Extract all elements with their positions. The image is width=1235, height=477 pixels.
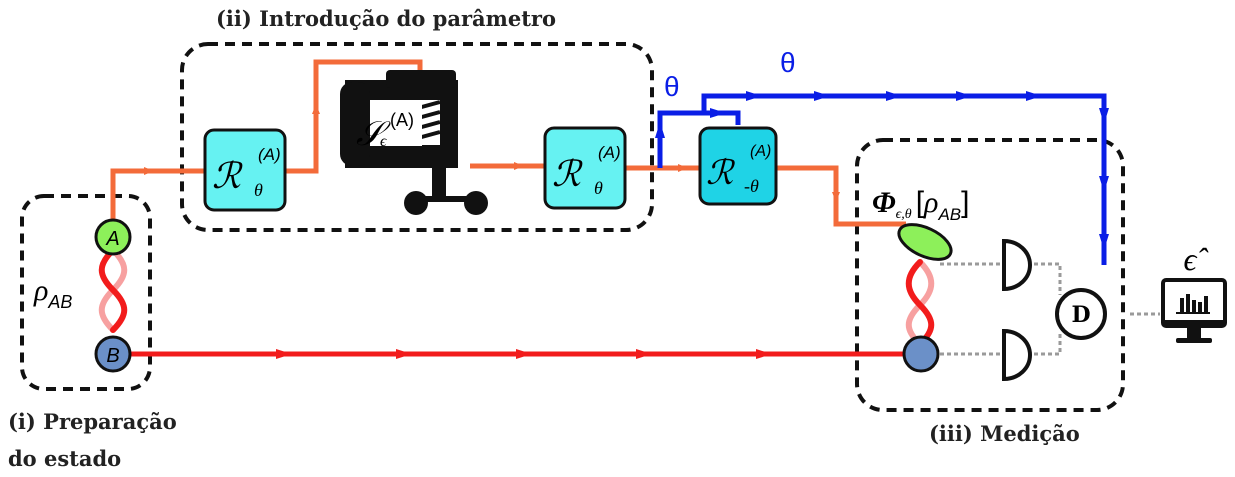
channel-sub: ϵ — [380, 133, 387, 150]
detector-node: D — [1055, 288, 1107, 340]
svg-text:θ: θ — [594, 178, 603, 198]
entanglement-twist-icon-2 — [905, 259, 935, 347]
channel-sup: (A) — [390, 110, 414, 130]
clamp-icon — [340, 70, 488, 215]
svg-text:(A): (A) — [598, 143, 621, 162]
qubit-b-label: B — [106, 345, 119, 367]
estimate-label: ϵ̂ — [1184, 241, 1209, 277]
rotation-box-2: ℛ (A) θ — [543, 126, 627, 210]
preparation-region — [20, 194, 152, 391]
svg-text:ℛ: ℛ — [706, 155, 736, 192]
rotation-box-1: ℛ (A) θ — [203, 128, 287, 212]
rho-ab-label: ρAB — [33, 274, 72, 312]
photodetector-icon — [1002, 238, 1032, 292]
orange-path — [110, 59, 906, 227]
detector-wires — [940, 262, 1160, 356]
measured-qubit-a — [897, 223, 953, 261]
theta-label-1: θ — [664, 71, 680, 102]
qubit-a-label: A — [105, 228, 119, 250]
theta-label-2: θ — [780, 47, 796, 78]
svg-text:-θ: -θ — [744, 176, 759, 196]
detector-label: D — [1071, 302, 1090, 328]
svg-text:(A): (A) — [258, 145, 281, 164]
entanglement-twist-icon — [98, 247, 128, 333]
svg-text:ℛ: ℛ — [212, 156, 243, 196]
svg-text:(A): (A) — [750, 143, 771, 160]
qubit-a: A — [94, 218, 132, 256]
preparation-title-line2: do estado — [8, 446, 121, 471]
introduction-title: (ii) Introdução do parâmetro — [216, 6, 556, 31]
svg-text:θ: θ — [254, 180, 263, 200]
output-state-label: Φϵ,θ[ρAB] — [872, 186, 969, 224]
measurement-title: (iii) Medição — [929, 421, 1080, 446]
introduction-region — [180, 42, 654, 232]
inverse-rotation-box: ℛ (A) -θ — [698, 126, 778, 206]
monitor-chart-icon — [1161, 278, 1227, 343]
measured-qubit-b — [902, 335, 940, 373]
blue-path — [655, 91, 1109, 265]
measurement-region — [855, 138, 1125, 412]
qubit-b: B — [94, 335, 132, 373]
photodetector-icon-2 — [1002, 328, 1032, 382]
svg-text:ℛ: ℛ — [552, 154, 583, 194]
preparation-title-line1: (i) Preparação — [8, 409, 177, 434]
